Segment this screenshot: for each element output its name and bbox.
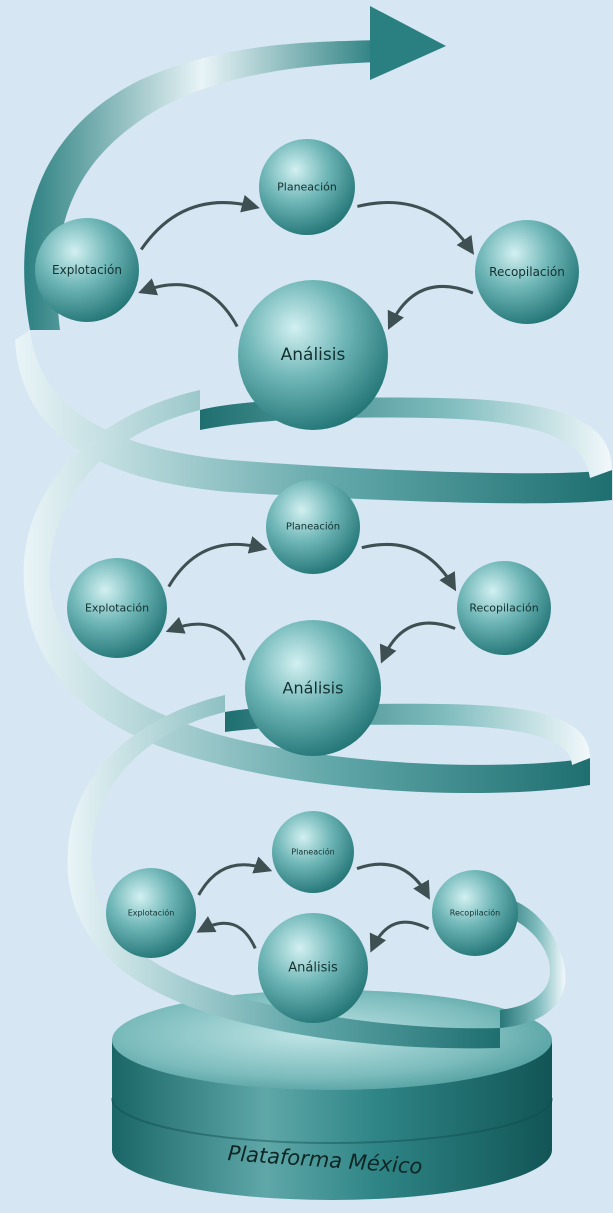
node-label-collect: Recopilación (469, 602, 538, 615)
sphere (238, 280, 388, 430)
arrow-collect-to-analysis (369, 920, 430, 953)
node-label-analysis: Análisis (281, 345, 346, 365)
ribbon-top-arc (24, 40, 381, 330)
node-analysis: Análisis (245, 620, 381, 756)
node-label-plan: Planeación (286, 521, 340, 533)
arrow-analysis-to-exploit (165, 616, 246, 661)
node-label-analysis: Análisis (288, 961, 338, 976)
node-collect: Recopilación (457, 561, 551, 655)
arrow-exploit-to-plan (167, 536, 268, 588)
node-plan: Planeación (259, 139, 355, 235)
node-label-collect: Recopilación (450, 908, 500, 918)
node-exploit: Explotación (106, 868, 196, 958)
sphere (475, 220, 579, 324)
node-collect: Recopilación (475, 220, 579, 324)
sphere (35, 218, 139, 322)
sphere (245, 620, 381, 756)
arrow-plan-to-collect (357, 201, 475, 255)
node-analysis: Análisis (258, 913, 368, 1023)
cylinder-ring (111, 1097, 553, 1144)
sphere (67, 558, 167, 658)
arrow-plan-to-collect (356, 862, 430, 900)
node-analysis: Análisis (238, 280, 388, 430)
sphere (272, 811, 354, 893)
node-label-plan: Planeación (291, 847, 334, 857)
node-label-exploit: Explotación (52, 263, 122, 277)
sphere (432, 870, 518, 956)
arrow-collect-to-analysis (387, 284, 474, 330)
node-label-exploit: Explotación (85, 602, 149, 615)
arrow-plan-to-collect (361, 543, 457, 592)
node-label-collect: Recopilación (489, 265, 565, 279)
sphere (457, 561, 551, 655)
node-collect: Recopilación (432, 870, 518, 956)
sphere (259, 139, 355, 235)
node-exploit: Explotación (67, 558, 167, 658)
ribbon-loop-3-tail (496, 896, 566, 1028)
arrow-collect-to-analysis (379, 621, 456, 664)
sphere (258, 913, 368, 1023)
node-plan: Planeación (272, 811, 354, 893)
arrow-exploit-to-plan (140, 194, 260, 251)
node-label-exploit: Explotación (128, 908, 175, 918)
arrow-exploit-to-plan (197, 856, 273, 896)
sphere (266, 480, 360, 574)
node-plan: Planeación (266, 480, 360, 574)
arrow-analysis-to-exploit (138, 278, 239, 328)
ribbon-arrowhead (370, 6, 446, 80)
arrow-analysis-to-exploit (196, 916, 257, 950)
ribbon-loop-1-front (15, 330, 612, 504)
node-label-plan: Planeación (277, 181, 337, 194)
cycles-layer: PlaneaciónRecopilaciónAnálisisExplotació… (35, 139, 579, 1023)
node-label-analysis: Análisis (283, 679, 344, 698)
sphere (106, 868, 196, 958)
node-exploit: Explotación (35, 218, 139, 322)
